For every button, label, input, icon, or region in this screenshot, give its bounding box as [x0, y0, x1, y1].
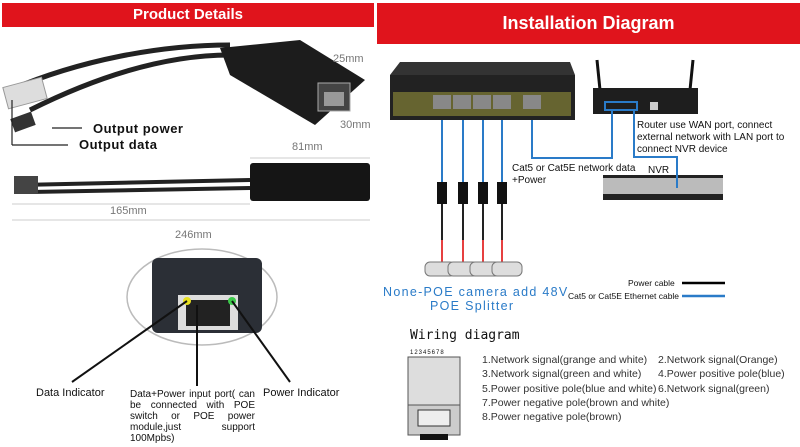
- input-port-label: Data+Power input port( can be connected …: [130, 389, 255, 444]
- wiring-item: 7.Power negative pole(brown and white): [482, 397, 670, 409]
- wiring-item: 6.Network signal(green): [658, 383, 770, 395]
- nvr: [603, 175, 723, 200]
- wiring-item: 1.Network signal(grange and white): [482, 354, 648, 366]
- output-data-label: Output data: [79, 137, 158, 152]
- cable-note-power: +Power: [512, 175, 547, 186]
- wiring-item: 3.Network signal(green and white): [482, 368, 642, 380]
- dimension-width: 30mm: [340, 119, 371, 131]
- product-details-header: Product Details: [2, 3, 374, 27]
- wiring-item: 2.Network signal(Orange): [658, 354, 778, 366]
- nvr-label: NVR: [648, 165, 670, 176]
- poe-switch: [390, 62, 575, 120]
- power-indicator-label: Power Indicator: [263, 387, 340, 399]
- wiring-item: 4.Power positive pole(blue): [658, 368, 785, 380]
- dimension-body-length: 81mm: [292, 141, 323, 153]
- installation-diagram-header: Installation Diagram: [377, 3, 800, 44]
- poe-splitter-photo: [2, 40, 365, 133]
- output-power-label: Output power: [93, 121, 184, 136]
- rj45-connector-drawing: [407, 356, 461, 440]
- router: [593, 59, 698, 114]
- router-note: Router use WAN port, connect external ne…: [637, 120, 785, 155]
- data-indicator-label: Data Indicator: [36, 387, 105, 399]
- cameras: [424, 261, 523, 277]
- dimension-height: 25mm: [333, 53, 364, 65]
- poe-splitter-side-photo: [14, 163, 370, 201]
- legend-power-cable: Power cable: [628, 278, 675, 288]
- dimension-total-length: 246mm: [175, 229, 212, 241]
- wiring-diagram-title: Wiring diagram: [410, 328, 520, 343]
- wiring-item: 8.Power negative pole(brown): [482, 411, 622, 423]
- dimension-cable-length: 165mm: [110, 205, 147, 217]
- camera-caption-splitter: POE Splitter: [430, 299, 515, 313]
- legend-ethernet-cable: Cat5 or Cat5E Ethernet cable: [568, 291, 680, 301]
- pin-numbers: 12345678: [410, 350, 445, 356]
- camera-caption: None-POE camera add 48V: [383, 285, 569, 299]
- wiring-item: 5.Power positive pole(blue and white): [482, 383, 657, 395]
- cable-note: Cat5 or Cat5E network data: [512, 163, 636, 174]
